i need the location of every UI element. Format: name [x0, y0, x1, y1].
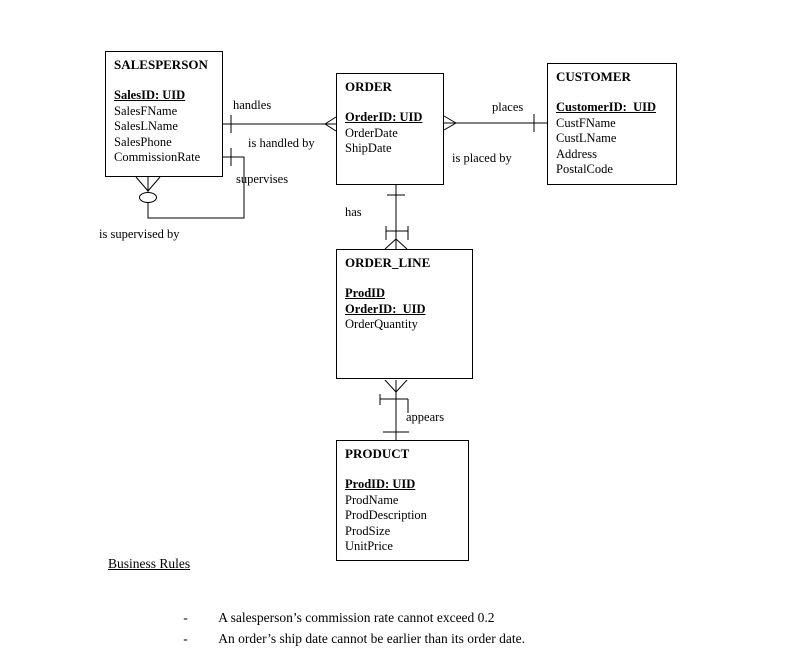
label-places: places — [492, 100, 524, 114]
entity-attribute: ProdSize — [345, 523, 391, 538]
crowfoot-prong — [135, 176, 149, 192]
crowfoot-prong — [324, 123, 337, 132]
entity-attribute: ProdName — [345, 492, 399, 507]
entity-attribute: OrderID: UID — [345, 301, 426, 316]
business-rule-text: A salesperson’s commission rate cannot e… — [218, 610, 495, 625]
entity-attribute: CommissionRate — [114, 150, 201, 164]
entity-attribute: OrderQuantity — [345, 317, 418, 331]
connector-has — [384, 185, 409, 250]
label-handles: handles — [233, 98, 272, 112]
business-rule-item: - A salesperson’s commission rate cannot … — [163, 592, 495, 643]
entity-attribute: ProdDescription — [345, 508, 427, 522]
entity-attribute: SalesLName — [114, 119, 178, 133]
bullet-dash: - — [183, 631, 188, 646]
business-rules-heading: Business Rules — [108, 556, 191, 571]
connector-places — [443, 114, 547, 132]
crowfoot-prong — [395, 379, 408, 393]
entity-attribute: ShipDate — [345, 141, 392, 155]
entity-attribute: SalesFName — [114, 103, 178, 118]
entity-attribute: OrderID: UID — [345, 110, 423, 124]
connector-handles — [223, 115, 337, 133]
label-supervises: supervises — [236, 172, 289, 186]
entity-attribute: CustFName — [556, 115, 616, 130]
entity-title: SALESPERSON — [114, 57, 208, 72]
business-rule-text: An order’s ship date cannot be earlier t… — [218, 631, 526, 646]
crowfoot-prong — [384, 379, 397, 393]
entity-attribute: ProdID — [345, 286, 386, 300]
entity-attribute: UnitPrice — [345, 539, 393, 553]
label-is-handled-by: is handled by — [248, 136, 315, 150]
crowfoot-prong — [443, 115, 457, 124]
crowfoot-prong — [324, 116, 337, 125]
label-is-placed-by: is placed by — [452, 151, 512, 165]
entity-attribute: SalesPhone — [114, 134, 172, 149]
connector-appears — [379, 379, 409, 441]
bullet-dash: - — [183, 610, 188, 625]
crowfoot-prong — [384, 238, 397, 250]
entity-attribute: ProdID: UID — [345, 477, 416, 491]
optional-circle — [139, 192, 157, 203]
crowfoot-prong — [147, 176, 161, 192]
entity-attribute: PostalCode — [556, 162, 613, 176]
entity-attribute: OrderDate — [345, 125, 398, 140]
label-appears: appears — [406, 410, 445, 424]
entity-attribute: Address — [556, 146, 597, 161]
crowfoot-prong — [395, 238, 408, 250]
label-has: has — [345, 205, 362, 219]
entity-title: CUSTOMER — [556, 69, 631, 84]
business-rule-item: - An order’s ship date cannot be earlier … — [163, 613, 525, 664]
entity-title: ORDER — [345, 79, 392, 94]
entity-title: PRODUCT — [345, 446, 410, 461]
crowfoot-prong — [443, 122, 457, 131]
entity-title: ORDER_LINE — [345, 255, 431, 270]
entity-attribute: SalesID: UID — [114, 88, 186, 102]
entity-attribute: CustLName — [556, 131, 617, 145]
label-is-supervised-by: is supervised by — [99, 227, 180, 241]
entity-attribute: CustomerID: UID — [556, 100, 656, 114]
